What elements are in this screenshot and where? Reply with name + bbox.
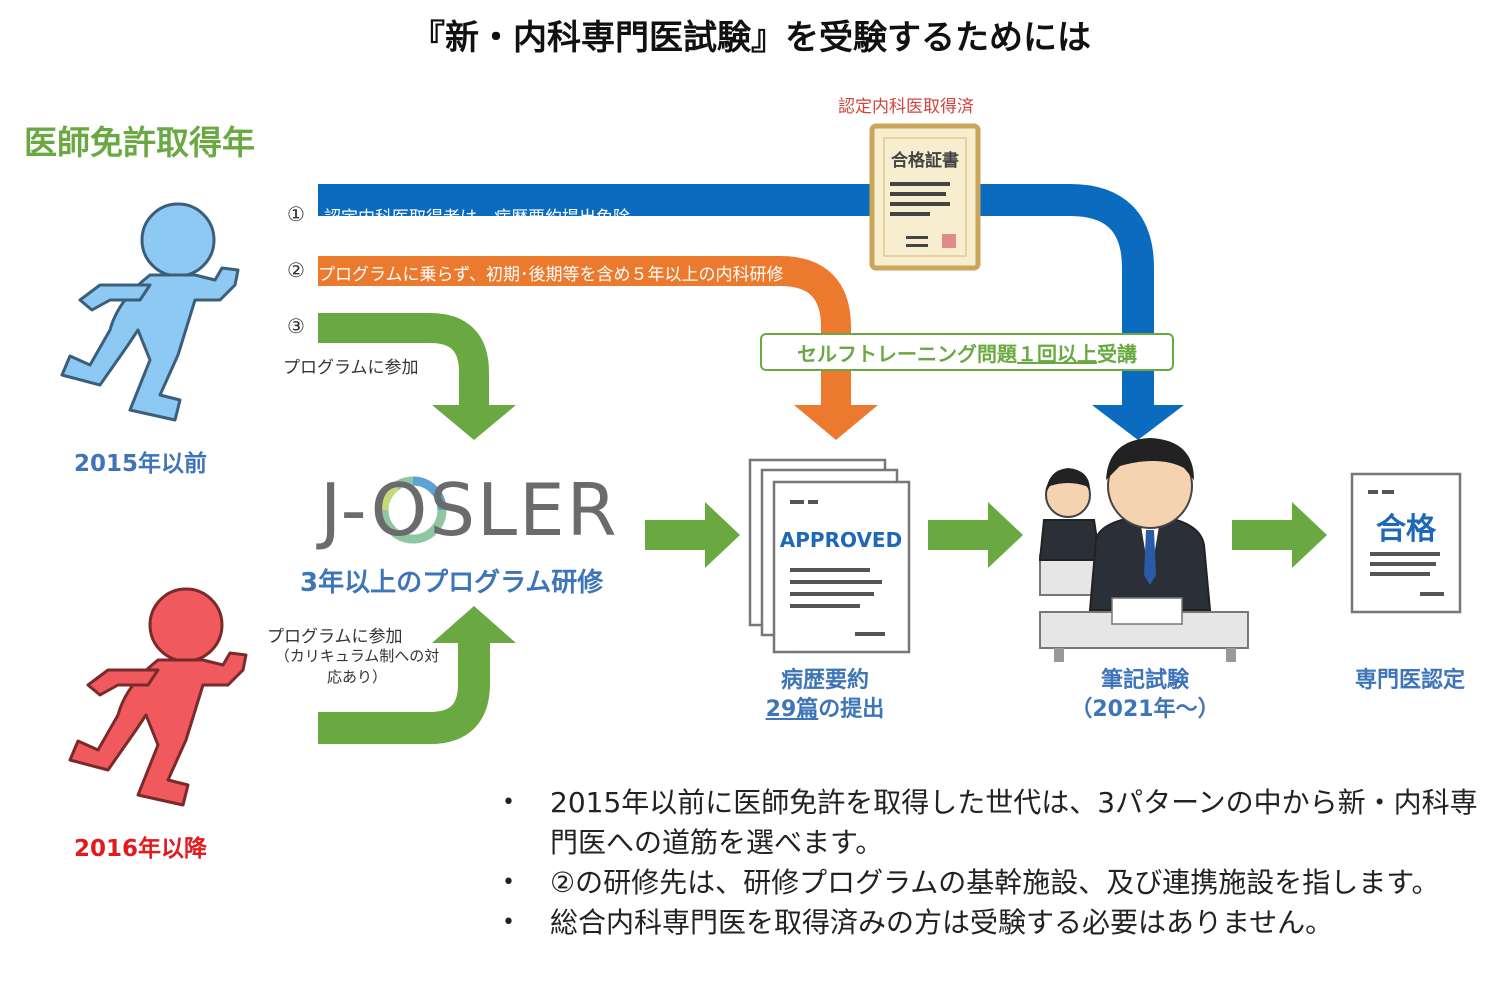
summary-caption-2b: の提出	[818, 697, 885, 722]
note-text: ②の研修先は、研修プログラムの基幹施設、及び連携施設を指します。	[550, 866, 1440, 899]
route-3-arrow	[318, 313, 516, 440]
result-caption: 専門医認定	[1354, 668, 1465, 693]
badge-text-b: １回以上	[1017, 341, 1097, 366]
after-route-text: プログラムに参加	[267, 627, 403, 647]
pass-stamp: 合格	[1376, 512, 1436, 547]
route-after-arrow	[318, 606, 516, 744]
cert-title: 合格証書	[891, 151, 959, 171]
route-1-text: 認定内科医取得者は、病歴要約提出免除	[324, 203, 630, 228]
badge-text-a: セルフトレーニング問題	[797, 341, 1017, 366]
badge-text-c: 受講	[1097, 341, 1137, 366]
summary-caption-2a: 29篇	[765, 697, 819, 722]
summary-caption-1: 病歴要約	[780, 668, 869, 693]
summary-caption: 病歴要約 29篇の提出	[740, 666, 910, 724]
route-1-arrow	[318, 184, 1184, 440]
after-2016-label: 2016年以降	[74, 836, 208, 862]
route-1-text-a: 認定内科医取得者は、	[324, 208, 494, 228]
exam-scene-icon	[1038, 438, 1249, 662]
cert-label: 認定内科医取得済	[838, 97, 974, 117]
route-2-number: ②	[287, 258, 305, 282]
running-person-blue-icon	[60, 202, 240, 422]
josler-ring-icon	[379, 476, 447, 544]
route-2-arrow	[318, 256, 878, 440]
josler-caption: 3年以上のプログラム研修	[300, 568, 604, 598]
before-2015-label: 2015年以前	[74, 451, 208, 477]
josler-logo: J-OSLER	[320, 470, 619, 550]
notes-list: •2015年以前に医師免許を取得した世代は、3パターンの中から新・内科専門医への…	[500, 783, 1490, 943]
arrow-josler-to-summary	[645, 502, 740, 568]
section-subtitle: 医師免許取得年	[24, 123, 255, 162]
after-route-note: （カリキュラム制への対応あり）	[274, 647, 440, 686]
note-item: •②の研修先は、研修プログラムの基幹施設、及び連携施設を指します。	[500, 863, 1490, 903]
running-person-red-icon	[68, 587, 248, 807]
route-3-number: ③	[287, 314, 305, 338]
route-1-number: ①	[287, 202, 305, 226]
josler-logo-text: J-OSLER	[320, 468, 619, 552]
exam-caption-2: （2021年～）	[1070, 697, 1220, 722]
note-text: 総合内科専門医を取得済みの方は受験する必要はありません。	[550, 906, 1334, 939]
route-2-text: プログラムに乗らず、初期･後期等を含め５年以上の内科研修	[318, 265, 784, 285]
route-1-text-b: 病歴要約提出免除	[494, 208, 630, 228]
case-summary-papers-icon	[748, 458, 911, 654]
arrow-summary-to-exam	[928, 502, 1023, 568]
exam-caption: 筆記試験 （2021年～）	[1060, 666, 1230, 724]
note-text: 2015年以前に医師免許を取得した世代は、3パターンの中から新・内科専門医への道…	[550, 786, 1478, 859]
pass-paper-icon	[1350, 472, 1462, 614]
page-title: 『新・内科専門医試験』を受験するためには	[411, 18, 1091, 58]
certificate-icon	[869, 123, 981, 271]
arrow-exam-to-cert	[1232, 502, 1327, 568]
route-3-text: プログラムに参加	[283, 358, 419, 378]
note-item: •総合内科専門医を取得済みの方は受験する必要はありません。	[500, 903, 1490, 943]
approved-stamp: APPROVED	[779, 528, 903, 552]
exam-caption-1: 筆記試験	[1100, 668, 1189, 693]
note-item: •2015年以前に医師免許を取得した世代は、3パターンの中から新・内科専門医への…	[500, 783, 1490, 863]
